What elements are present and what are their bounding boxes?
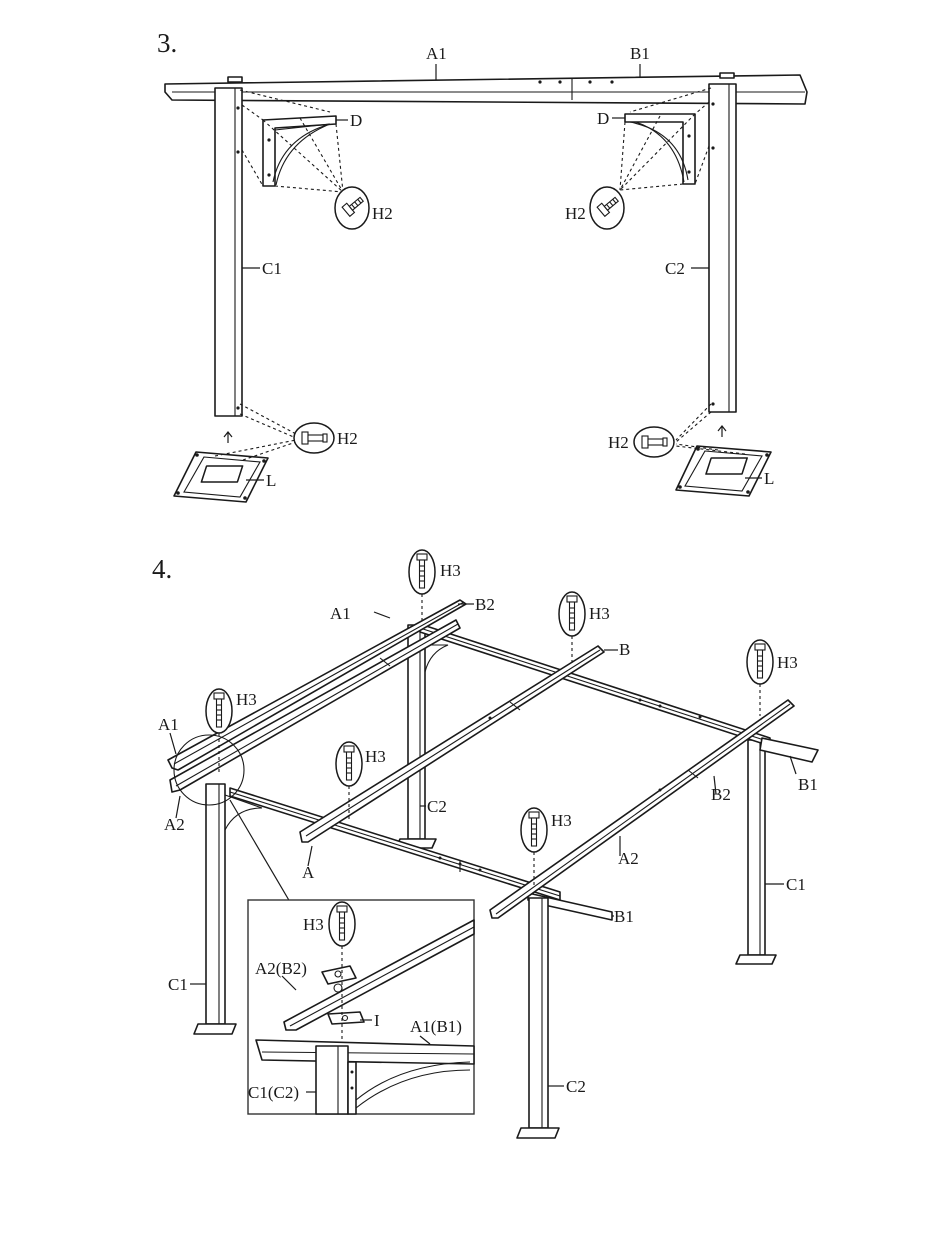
label-c1-right: C1 — [786, 875, 806, 894]
step-3: 3. — [157, 28, 807, 502]
bracket-d-left — [263, 116, 336, 186]
bolt-h3-icon — [559, 592, 585, 636]
detail-inset: H3 A2(B2) I A1(B1) C1(C2) — [248, 900, 474, 1114]
label-c2-center: C2 — [427, 797, 447, 816]
bolt-h3-icon — [206, 689, 232, 733]
label-l-left: L — [266, 471, 276, 490]
label-h3-front: H3 — [551, 811, 572, 830]
base-plate-l-left — [174, 432, 268, 502]
step-3-number: 3. — [157, 28, 177, 58]
label-detail-c1c2: C1(C2) — [248, 1083, 299, 1102]
label-b1-right: B1 — [798, 775, 818, 794]
bolt-h3-icon — [521, 808, 547, 852]
label-d-right: D — [597, 109, 609, 128]
label-h3-back: H3 — [440, 561, 461, 580]
bolt-h3-icon — [747, 640, 773, 684]
label-b-mid: B — [619, 640, 630, 659]
bolt-h3-icon — [336, 742, 362, 786]
label-l-right: L — [764, 469, 774, 488]
label-h2-base-right: H2 — [608, 433, 629, 452]
label-a1: A1 — [426, 44, 447, 63]
h3-guides — [219, 594, 760, 886]
bolt-h3-icon — [409, 550, 435, 594]
bolt-h2-icon — [335, 187, 369, 229]
label-b2-back: B2 — [475, 595, 495, 614]
detail-connector-line — [230, 800, 290, 902]
bolt-h3-icon — [329, 902, 355, 946]
post-c1-back — [736, 740, 776, 964]
label-h2-base-left: H2 — [337, 429, 358, 448]
label-h2-bracket-right: H2 — [565, 204, 586, 223]
label-h3-right: H3 — [777, 653, 798, 672]
label-c1-left: C1 — [168, 975, 188, 994]
label-detail-a2b2: A2(B2) — [255, 959, 307, 978]
label-h2-bracket-left: H2 — [372, 204, 393, 223]
label-detail-h3: H3 — [303, 915, 324, 934]
label-detail-i: I — [374, 1011, 380, 1030]
label-b1: B1 — [630, 44, 650, 63]
step-4: 4. — [152, 550, 818, 1138]
label-d-left: D — [350, 111, 362, 130]
step-4-number: 4. — [152, 554, 172, 584]
label-b1-front: B1 — [614, 907, 634, 926]
label-detail-a1b1: A1(B1) — [410, 1017, 462, 1036]
label-a1-left: A1 — [158, 715, 179, 734]
label-h3-mid: H3 — [589, 604, 610, 623]
label-c2: C2 — [665, 259, 685, 278]
label-h3-left: H3 — [236, 690, 257, 709]
beam-b1-right — [760, 738, 818, 762]
post-c2 — [709, 84, 736, 412]
label-a1-back: A1 — [330, 604, 351, 623]
label-a-front: A — [302, 863, 315, 882]
base-plate-l-right — [676, 426, 771, 496]
step-3-labels: A1 B1 D D H2 H2 C1 C2 H2 H2 L L — [262, 44, 774, 490]
label-b2-right: B2 — [711, 785, 731, 804]
bolt-h2-icon — [590, 187, 624, 229]
label-c1: C1 — [262, 259, 282, 278]
label-a2-front: A2 — [618, 849, 639, 868]
label-c2-front: C2 — [566, 1077, 586, 1096]
post-c2-front — [517, 898, 559, 1138]
post-c1 — [215, 88, 242, 416]
bolt-h2-icon — [634, 427, 674, 457]
label-a2-left: A2 — [164, 815, 185, 834]
bolt-h2-icon — [294, 423, 334, 453]
label-h3-center: H3 — [365, 747, 386, 766]
